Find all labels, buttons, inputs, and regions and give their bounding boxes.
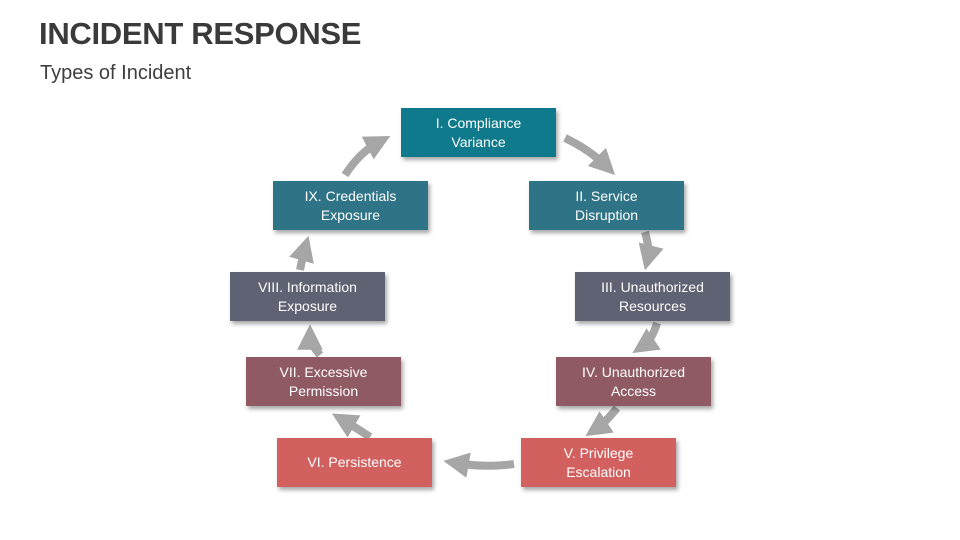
step-label-line-1: II. Service <box>575 187 638 204</box>
arrow-7-to-8 <box>297 324 324 358</box>
step-label-line-2: Exposure <box>277 297 338 314</box>
step-label-line-1: VII. Excessive <box>279 363 368 380</box>
step-label-line-2: Resources <box>619 297 686 314</box>
arrow-2-to-3 <box>638 230 664 271</box>
step-label-line-1: III. Unauthorized <box>601 278 704 295</box>
arrow-6-to-7 <box>331 413 373 441</box>
step-label-line-1: I. Compliance <box>435 114 522 131</box>
step-label-line-2: Exposure <box>320 206 381 223</box>
arrow-5-to-6 <box>443 452 515 478</box>
arrow-9-to-1 <box>341 136 391 178</box>
arrow-8-to-9 <box>289 235 314 271</box>
arrow-1-to-2 <box>563 134 616 176</box>
page-subtitle: Types of Incident <box>40 62 192 84</box>
step-label-line-2: Permission <box>288 382 359 399</box>
arrow-4-to-5 <box>585 405 621 437</box>
step-label-line-1: IX. Credentials <box>304 187 397 204</box>
step-label-line-2: Access <box>610 382 657 399</box>
step-label-line-1: V. Privilege <box>563 444 634 461</box>
step-label-line-2: Variance <box>451 133 506 150</box>
step-label-line-1: IV. Unauthorized <box>582 363 685 380</box>
page-title: INCIDENT RESPONSE <box>39 16 362 51</box>
step-label-line-2: Escalation <box>566 463 631 480</box>
arrow-3-to-4 <box>632 321 661 354</box>
step-label-line-2: Disruption <box>574 206 639 223</box>
step-label-line-1: VIII. Information <box>258 278 357 295</box>
step-label-line-1: VI. Persistence <box>307 454 402 470</box>
step-6-persistence: VI. Persistence <box>277 438 432 487</box>
